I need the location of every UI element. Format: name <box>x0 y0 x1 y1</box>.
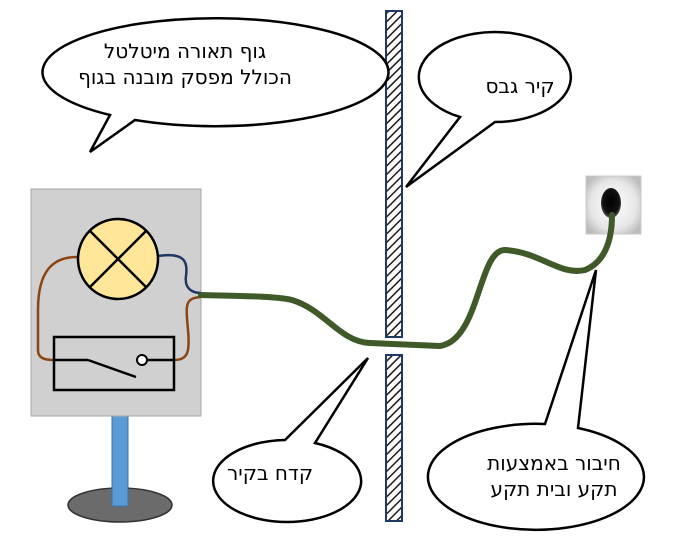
stand-pole <box>111 415 129 507</box>
plug-line-2: תקע ובית תקע <box>490 477 618 501</box>
plug-line-1: חיבור באמצעות <box>487 451 621 475</box>
wall-label: קיר גבס <box>485 74 555 98</box>
callout-plug-bubble <box>426 269 646 532</box>
switch-symbol <box>52 335 176 392</box>
lamp-symbol <box>76 217 160 301</box>
fixture-line-1: גוף תאורה מיטלטל <box>103 39 267 63</box>
brown-wire-right <box>173 295 202 362</box>
drywall-upper <box>385 10 403 338</box>
callout-wall-text: קיר גבס <box>444 73 596 99</box>
drywall-lower <box>385 354 403 522</box>
callout-fixture-text: גוף תאורה מיטלטל הכולל מפסק מובנה בגוף <box>22 38 348 90</box>
hole-label: קדח בקיר <box>226 461 314 485</box>
power-cable <box>198 212 615 349</box>
blue-wire <box>157 253 202 295</box>
fixture-line-2: הכולל מפסק מובנה בגוף <box>78 65 292 89</box>
callout-fixture-bubble <box>41 16 390 154</box>
callout-wall-bubble <box>405 30 572 189</box>
brown-wire-left <box>36 255 80 362</box>
callout-plug-text: חיבור באמצעות תקע ובית תקע <box>446 450 662 502</box>
callout-hole-bubble <box>211 357 370 524</box>
callout-hole-text: קדח בקיר <box>196 460 344 486</box>
